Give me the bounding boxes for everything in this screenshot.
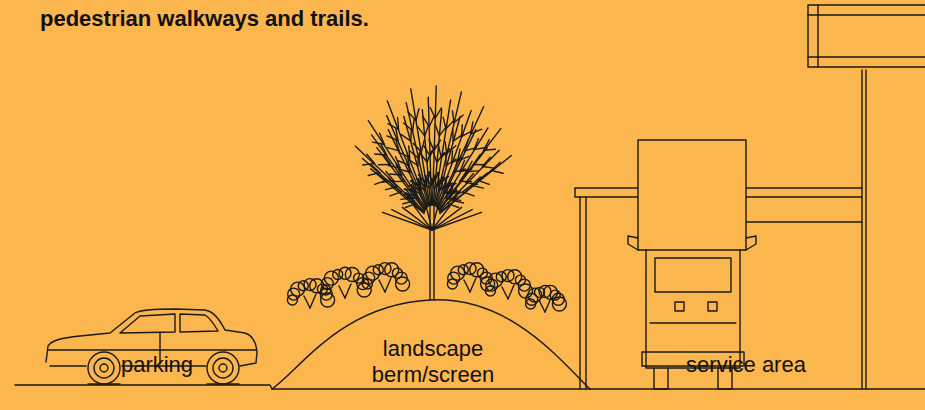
berm: [272, 300, 590, 389]
building-sign: [808, 5, 925, 67]
service-canopy: [575, 70, 866, 389]
zone-label: service area: [646, 352, 846, 378]
car: [46, 309, 257, 384]
zone-label: landscape berm/screen: [363, 336, 503, 388]
tree: [355, 86, 511, 300]
shrubs: [287, 263, 566, 312]
zone-label: parking: [87, 352, 227, 378]
truck: [628, 140, 756, 389]
heading-text: pedestrian walkways and trails.: [40, 6, 369, 32]
